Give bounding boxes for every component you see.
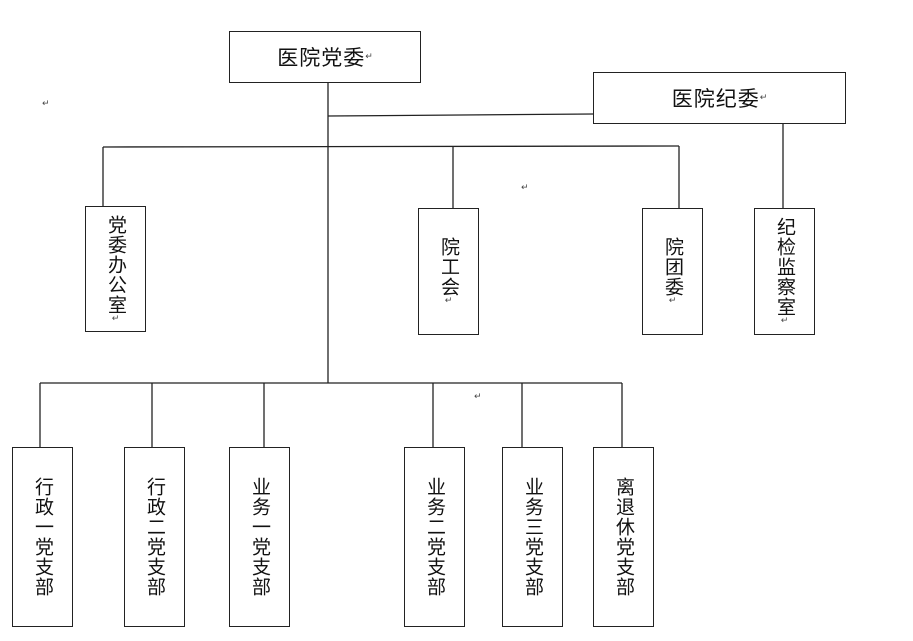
branch-business-1-label: 业务一党支部 [249,477,271,597]
union-box: 院工会↵ [418,208,479,335]
branch-business-3-label: 业务三党支部 [522,477,544,597]
paragraph-mark: ↵ [42,99,50,109]
branch-admin-2-label: 行政二党支部 [144,477,166,597]
branch-business-1-box: 业务一党支部 [229,447,290,627]
branch-business-2-box: 业务二党支部 [404,447,465,627]
party-office-box: 党委办公室↵ [85,206,146,332]
branch-admin-1-label: 行政一党支部 [32,477,54,597]
inspection-office-box: 纪检监察室↵ [754,208,815,335]
branch-business-3-box: 业务三党支部 [502,447,563,627]
youth-league-box: 院团委↵ [642,208,703,335]
discipline-committee-label: 医院纪委 [671,87,760,111]
branch-retired-box: 离退休党支部 [593,447,654,627]
party-committee-label: 医院党委 [277,46,366,70]
discipline-committee-box: 医院纪委↵ [593,72,846,124]
paragraph-mark: ↵ [668,296,678,306]
paragraph-mark: ↵ [759,93,768,103]
paragraph-mark: ↵ [111,313,121,324]
paragraph-mark: ↵ [780,316,790,326]
paragraph-mark: ↵ [474,392,482,402]
branch-admin-2-box: 行政二党支部 [124,447,185,627]
party-office-label: 党委办公室 [105,214,127,315]
branch-retired-label: 离退休党支部 [613,477,635,597]
youth-league-label: 院团委 [662,237,684,297]
union-label: 院工会 [438,237,460,297]
paragraph-mark: ↵ [444,296,454,306]
inspection-office-label: 纪检监察室 [774,217,796,317]
branch-business-2-label: 业务二党支部 [424,477,446,597]
party-committee-box: 医院党委↵ [229,31,421,83]
paragraph-mark: ↵ [521,183,529,193]
branch-admin-1-box: 行政一党支部 [12,447,73,627]
paragraph-mark: ↵ [365,52,373,62]
